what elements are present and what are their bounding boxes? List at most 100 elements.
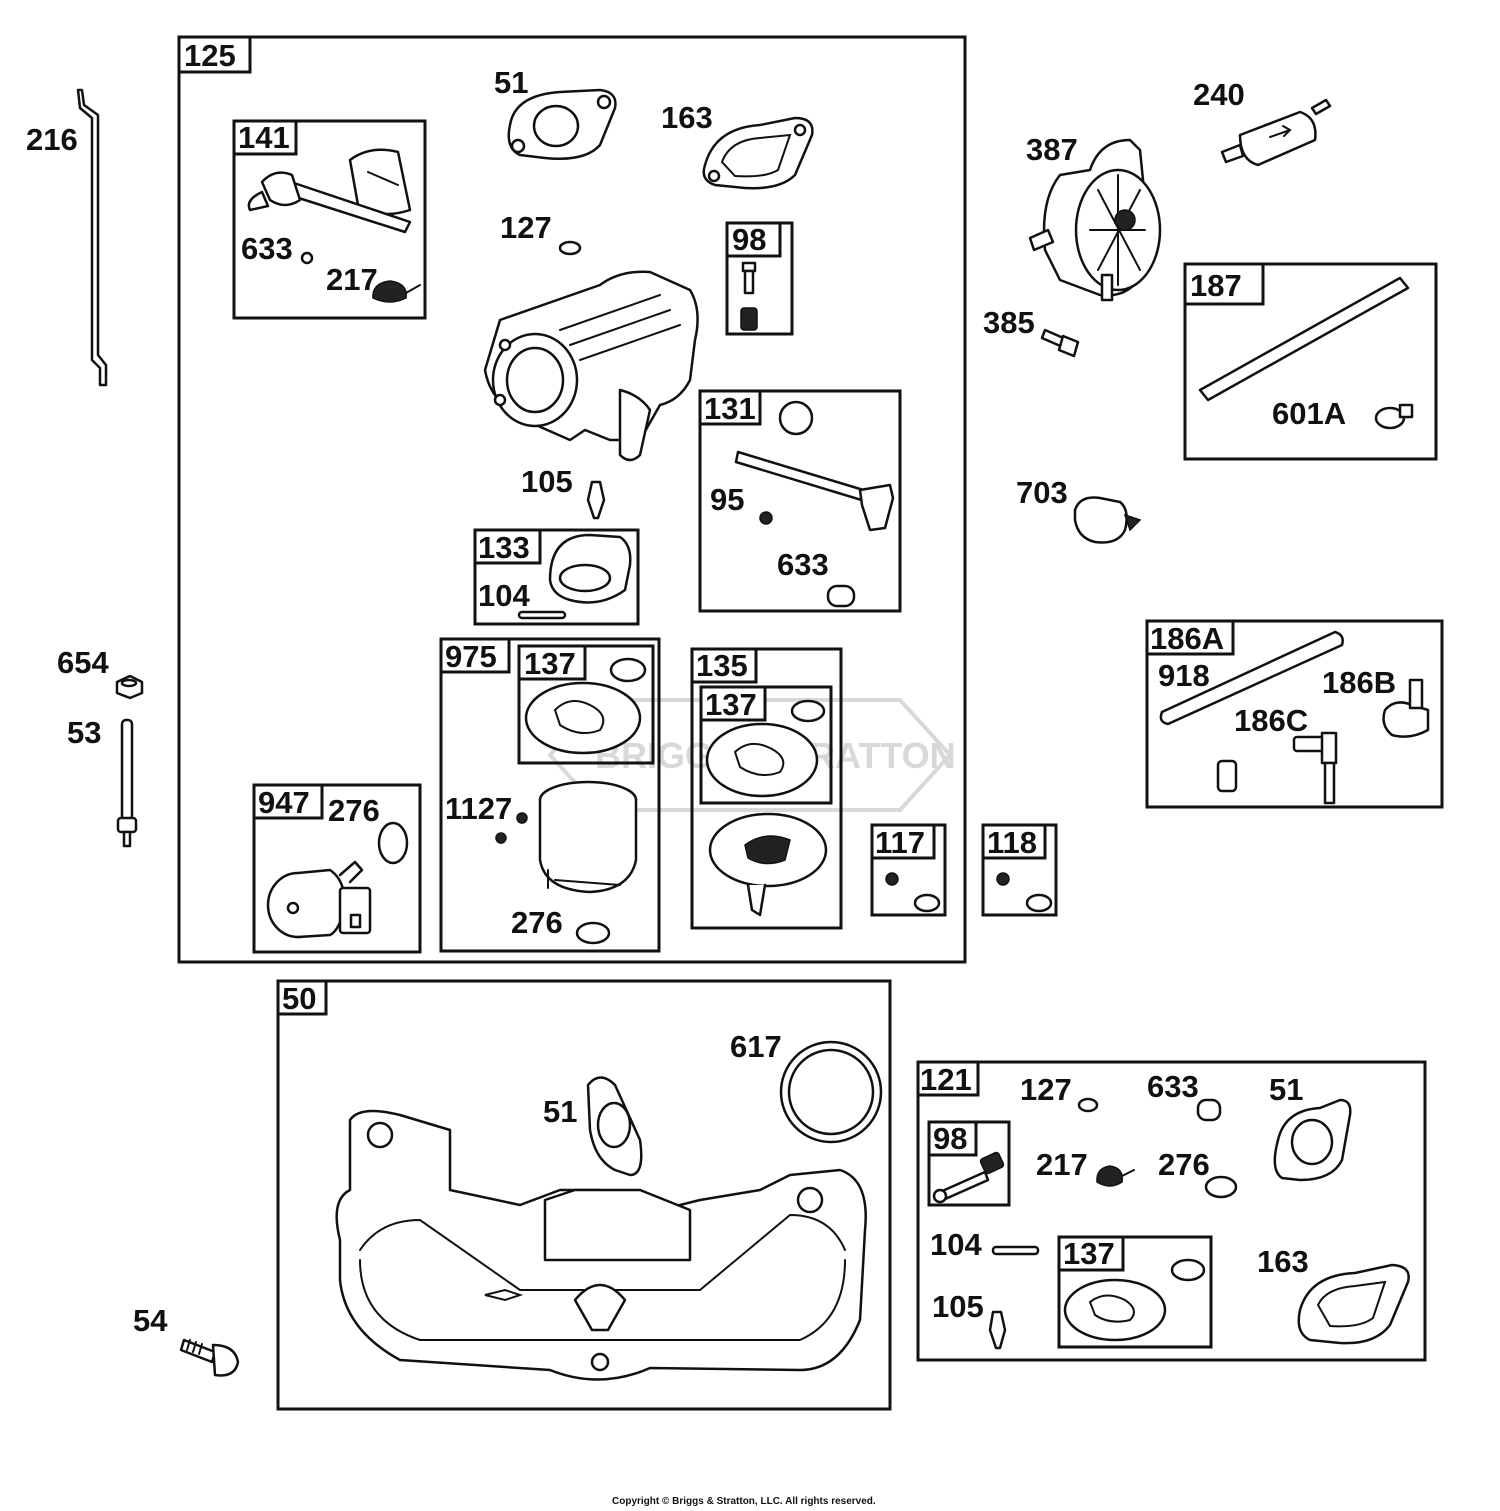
part-186c-label[interactable]: 186C bbox=[1234, 703, 1308, 738]
washer-276-icon bbox=[575, 921, 611, 945]
part-276-label-b[interactable]: 276 bbox=[511, 905, 563, 940]
part-703-label[interactable]: 703 bbox=[1016, 475, 1068, 510]
kit-137-box-c bbox=[1057, 1235, 1213, 1349]
part-633-label-a[interactable]: 633 bbox=[241, 231, 293, 266]
kit-118-label[interactable]: 118 bbox=[987, 825, 1037, 860]
kit-50-tab bbox=[276, 979, 328, 1016]
kit-141-box bbox=[232, 119, 427, 320]
gasket-51-bolt-hole-icon bbox=[596, 94, 612, 110]
kit-135-label[interactable]: 135 bbox=[696, 648, 748, 683]
gasket-137-icon bbox=[705, 722, 819, 798]
kit-133-label[interactable]: 133 bbox=[478, 530, 530, 565]
kit-975-box bbox=[439, 637, 661, 953]
kit-141-tab bbox=[232, 119, 298, 156]
kit-137-label-a[interactable]: 137 bbox=[524, 646, 576, 681]
spring-arm-icon bbox=[405, 284, 421, 294]
kit-98-label-b[interactable]: 98 bbox=[933, 1121, 967, 1156]
kit-187-label[interactable]: 187 bbox=[1190, 268, 1242, 303]
kit-186a-label[interactable]: 186A bbox=[1150, 621, 1224, 656]
kit-975-label[interactable]: 975 bbox=[445, 639, 497, 674]
washer-icon bbox=[300, 251, 314, 265]
screw-icon bbox=[495, 832, 507, 844]
kit-133-box bbox=[473, 528, 640, 626]
carburetor-icon bbox=[483, 270, 699, 462]
part-654-label[interactable]: 654 bbox=[57, 645, 109, 680]
seal-ring-icon-c bbox=[1170, 1258, 1206, 1282]
fitting-186b-icon bbox=[1382, 678, 1430, 738]
part-276-label-c[interactable]: 276 bbox=[1158, 1147, 1210, 1182]
clamp-703-icon bbox=[1073, 496, 1142, 544]
kit-947-tab bbox=[252, 783, 324, 820]
part-385-label[interactable]: 385 bbox=[983, 305, 1035, 340]
stud-53-icon bbox=[116, 718, 138, 848]
needle-valve-icon bbox=[586, 480, 606, 520]
part-163-label-a[interactable]: 163 bbox=[661, 100, 713, 135]
seal-ring-icon bbox=[790, 699, 826, 723]
kit-137-label-c[interactable]: 137 bbox=[1063, 1236, 1115, 1271]
clamp-601a-icon bbox=[1374, 403, 1414, 430]
part-217-label-a[interactable]: 217 bbox=[326, 262, 378, 297]
o-ring-127-icon-b bbox=[1077, 1097, 1099, 1113]
part-240-label[interactable]: 240 bbox=[1193, 77, 1245, 112]
kit-141-label[interactable]: 141 bbox=[238, 120, 290, 155]
part-51-label-a[interactable]: 51 bbox=[494, 65, 528, 100]
screw-spring-icon bbox=[740, 261, 758, 331]
throttle-link-icon bbox=[76, 88, 108, 387]
o-ring-icon bbox=[913, 893, 941, 913]
part-127-label-a[interactable]: 127 bbox=[500, 210, 552, 245]
screw-icon bbox=[885, 872, 899, 886]
bowl-base-icon bbox=[708, 812, 828, 917]
part-95-label[interactable]: 95 bbox=[710, 482, 744, 517]
kit-125-label[interactable]: 125 bbox=[184, 38, 236, 73]
part-127-label-b[interactable]: 127 bbox=[1020, 1072, 1072, 1107]
kit-135-box bbox=[690, 647, 843, 930]
part-104-label-a[interactable]: 104 bbox=[478, 578, 530, 613]
bushing-633-icon-b bbox=[1196, 1098, 1222, 1122]
part-633-label-c[interactable]: 633 bbox=[1147, 1069, 1199, 1104]
part-387-label[interactable]: 387 bbox=[1026, 132, 1078, 167]
kit-117-label[interactable]: 117 bbox=[875, 825, 925, 860]
part-216-label[interactable]: 216 bbox=[26, 122, 78, 157]
part-276-label-a[interactable]: 276 bbox=[328, 793, 380, 828]
washer-276-icon bbox=[377, 821, 409, 865]
float-bowl-icon bbox=[538, 780, 638, 894]
part-51-label-c[interactable]: 51 bbox=[1269, 1072, 1303, 1107]
kit-975-tab bbox=[439, 637, 511, 674]
kit-125-tab bbox=[177, 35, 252, 74]
kit-98-tab-b bbox=[927, 1120, 978, 1157]
part-601a-label[interactable]: 601A bbox=[1272, 396, 1346, 431]
part-186b-label[interactable]: 186B bbox=[1322, 665, 1396, 700]
part-54-label[interactable]: 54 bbox=[133, 1303, 168, 1338]
choke-plate-icon bbox=[778, 400, 814, 436]
part-51-label-b[interactable]: 51 bbox=[543, 1094, 577, 1129]
part-163-label-b[interactable]: 163 bbox=[1257, 1244, 1309, 1279]
part-1127-label[interactable]: 1127 bbox=[445, 791, 512, 826]
kit-137-label-b[interactable]: 137 bbox=[705, 687, 757, 722]
kit-98-label-a[interactable]: 98 bbox=[732, 222, 766, 257]
throttle-shaft-icon bbox=[247, 148, 412, 234]
kit-117-tab bbox=[870, 823, 936, 860]
part-53-label[interactable]: 53 bbox=[67, 715, 101, 750]
part-217-label-b[interactable]: 217 bbox=[1036, 1147, 1088, 1182]
kit-947-label[interactable]: 947 bbox=[258, 785, 310, 820]
part-104-label-b[interactable]: 104 bbox=[930, 1227, 982, 1262]
part-617-label[interactable]: 617 bbox=[730, 1029, 782, 1064]
part-105-label-b[interactable]: 105 bbox=[932, 1289, 984, 1324]
fuel-line-icon bbox=[1198, 276, 1410, 402]
fuel-hose-918-icon bbox=[1159, 630, 1344, 726]
screw-spring-icon-b bbox=[932, 1151, 1005, 1204]
kit-131-label[interactable]: 131 bbox=[704, 391, 756, 426]
part-105-label-a[interactable]: 105 bbox=[521, 464, 573, 499]
part-633-label-b[interactable]: 633 bbox=[777, 547, 829, 582]
filter-sleeve-icon bbox=[1216, 759, 1238, 793]
part-918-label[interactable]: 918 bbox=[1158, 658, 1210, 693]
fuel-pump-icon bbox=[1028, 138, 1162, 302]
kit-121-label[interactable]: 121 bbox=[920, 1062, 972, 1097]
kit-131-tab bbox=[698, 389, 762, 426]
kit-50-label[interactable]: 50 bbox=[282, 981, 316, 1016]
gasket-137-icon-c bbox=[1063, 1278, 1167, 1342]
kit-98-tab-a bbox=[725, 221, 782, 258]
gasket-51-hole-icon bbox=[532, 104, 580, 148]
kit-135-tab bbox=[690, 647, 758, 684]
kit-137-tab-c bbox=[1057, 1235, 1125, 1272]
